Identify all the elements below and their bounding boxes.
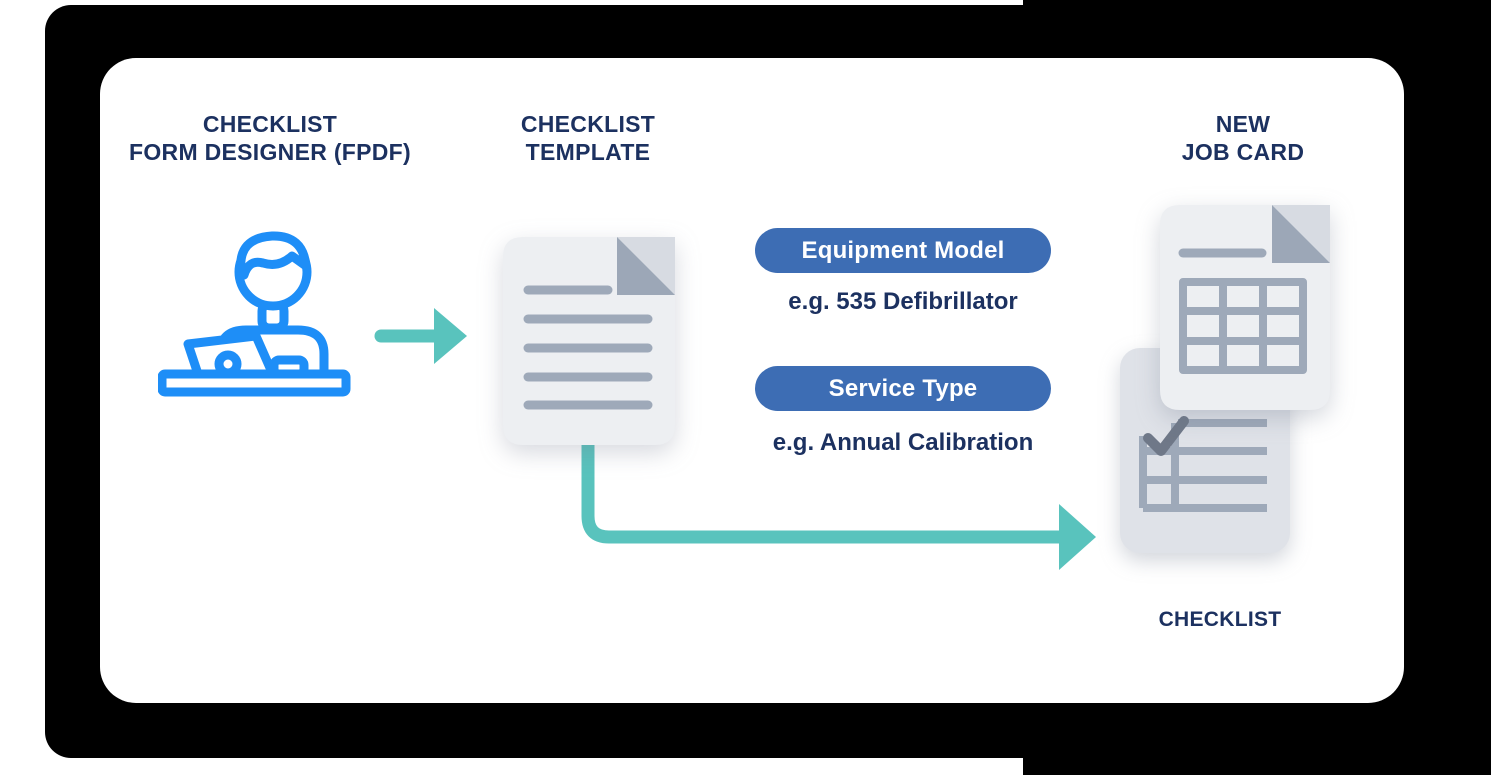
arrow-head	[434, 308, 467, 364]
label-line: FORM DESIGNER (FPDF)	[129, 139, 411, 165]
checklist-form-designer-label: CHECKLIST FORM DESIGNER (FPDF)	[120, 110, 420, 166]
corner-fold-icon	[617, 237, 675, 295]
elbow-arrow-icon	[581, 438, 1096, 570]
label-line: TEMPLATE	[525, 139, 651, 165]
arrow-shaft	[581, 438, 1068, 544]
label-line: CHECKLIST	[520, 111, 656, 137]
diagram-card: CHECKLIST FORM DESIGNER (FPDF) CHECKLIST…	[100, 58, 1404, 703]
checkmark-icon	[1143, 416, 1189, 456]
desk	[158, 369, 351, 397]
service-type-pill: Service Type	[755, 366, 1051, 411]
job-card-grid-icon	[1160, 205, 1330, 410]
service-type-example: e.g. Annual Calibration	[772, 429, 1034, 456]
corner-fold-icon	[1272, 205, 1330, 263]
checklist-caption: CHECKLIST	[1158, 608, 1282, 631]
equipment-model-example: e.g. 535 Defibrillator	[788, 288, 1018, 315]
arrow-head	[1059, 504, 1096, 570]
new-job-card-label: NEW JOB CARD	[1143, 110, 1343, 166]
arrow-right-icon	[374, 308, 467, 364]
grid-outline	[1179, 278, 1307, 374]
person-at-laptop-icon	[158, 231, 351, 397]
equipment-model-pill: Equipment Model	[755, 228, 1051, 273]
label-line: NEW	[1215, 111, 1271, 137]
person-hair	[236, 231, 311, 280]
checklist-template-label: CHECKLIST TEMPLATE	[488, 110, 688, 166]
label-line: CHECKLIST	[202, 111, 338, 137]
checklist-template-icon	[503, 237, 675, 445]
label-line: JOB CARD	[1181, 139, 1305, 165]
